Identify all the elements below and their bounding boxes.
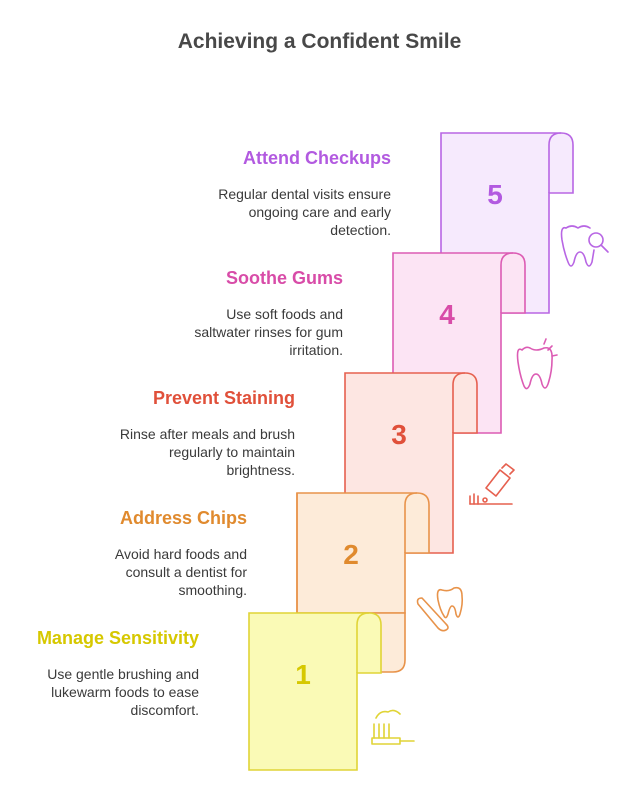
- step-3-title: Prevent Staining: [152, 388, 295, 408]
- step-4-number: 4: [439, 299, 455, 330]
- tooth-dental-tool-icon: [416, 586, 464, 632]
- toothbrush-paste-tube-icon: [469, 463, 515, 505]
- step-3-number: 3: [391, 419, 407, 450]
- step-4-title: Soothe Gums: [225, 268, 343, 288]
- step-5-number: 5: [487, 179, 503, 210]
- step-1-title: Manage Sensitivity: [36, 628, 199, 648]
- step-2-title: Address Chips: [119, 508, 247, 528]
- tooth-magnifier-icon: [560, 225, 609, 267]
- toothpaste-toothbrush-icon: [371, 709, 415, 745]
- step-2-scroll: 2: [296, 492, 430, 614]
- step-1-scroll: 1: [248, 612, 382, 771]
- step-5-title: Attend Checkups: [242, 148, 391, 168]
- sore-tooth-icon: [516, 338, 558, 390]
- step-2-number: 2: [343, 539, 359, 570]
- page-title: Achieving a Confident Smile: [177, 30, 462, 53]
- step-1-number: 1: [295, 659, 311, 690]
